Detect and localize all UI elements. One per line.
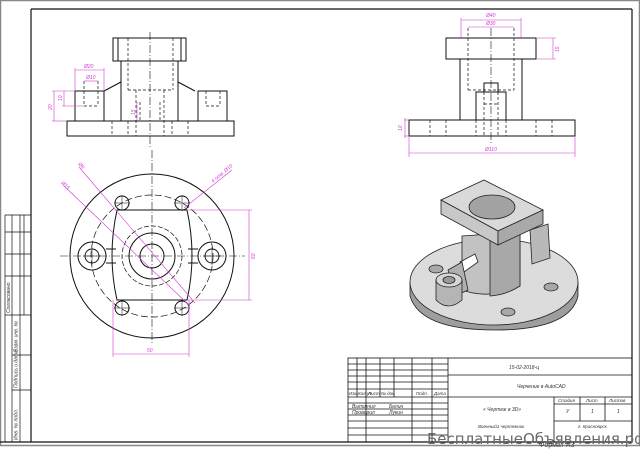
- tb-col-qty: Кол.уч: [358, 391, 372, 396]
- tb-name-checked: Лукин: [388, 410, 403, 416]
- dim-front-15: 15: [131, 109, 137, 115]
- tb-role-checked: Проверил: [352, 410, 375, 416]
- dim-side-d110: Ø110: [484, 147, 497, 153]
- side-view: [408, 28, 576, 145]
- tb-stage-value: У: [566, 409, 570, 415]
- dim-top-60: 60: [251, 253, 257, 259]
- tb-stage-label: Стадия: [558, 398, 575, 403]
- tb-sheet-label: Лист: [585, 398, 598, 403]
- tb-sheet-value: 1: [591, 409, 594, 415]
- side-stamp-label-replace: Взам. инв. №: [14, 320, 20, 352]
- tb-sheets-label: Листов: [608, 398, 626, 403]
- dim-top-50: 50: [147, 348, 153, 354]
- dim-top-4holes: 4 отв. Ø10: [210, 163, 234, 184]
- dim-side-d40: Ø40: [485, 13, 496, 19]
- front-view-dimensions: [52, 68, 138, 122]
- format-label: Формат А3: [539, 442, 575, 449]
- tb-sheets-value: 1: [617, 409, 620, 415]
- isometric-3d-view: [409, 179, 579, 331]
- dim-front-20: 20: [48, 104, 54, 111]
- dim-front-10: 10: [58, 95, 64, 101]
- tb-city: г. Красноярск: [578, 424, 608, 429]
- tb-name-executed: Белин: [389, 404, 403, 410]
- dim-top-d15: Ø15: [59, 179, 71, 191]
- tb-role-executed: Выполнил: [352, 404, 376, 410]
- watermark: БесплатныеОбъявления.рф: [427, 430, 640, 448]
- side-stamp: [4, 214, 31, 442]
- tb-col-sheet: Лист: [367, 391, 380, 396]
- tb-col-change: Изм.: [349, 391, 359, 396]
- tb-note: Черчение в AutoCAD: [517, 384, 566, 390]
- side-stamp-label-inventory: Инв. № подл.: [14, 409, 20, 440]
- dim-side-15: 15: [555, 46, 561, 52]
- dim-side-10: 10: [398, 125, 404, 131]
- tb-designation: 15-02-2018-ц: [509, 365, 539, 371]
- dim-side-d30: Ø30: [485, 21, 496, 27]
- tb-organization: Военный1 чертежник: [478, 423, 525, 429]
- tb-col-docno: № док.: [381, 391, 396, 396]
- title-block: [347, 357, 633, 443]
- front-view: [66, 32, 235, 148]
- side-view-dimensions: [404, 18, 576, 157]
- tb-col-sign: Подп.: [416, 391, 428, 396]
- dim-top-d8: Ø8: [76, 161, 86, 171]
- dim-front-d10: Ø10: [85, 75, 96, 81]
- side-stamp-label-signature: Подпись и дата: [14, 350, 20, 388]
- dim-front-d20: Ø20: [83, 64, 94, 70]
- tb-part-name: « Чертеж в 3D»: [483, 407, 521, 413]
- tb-col-date: Дата: [433, 391, 446, 396]
- side-stamp-label-agreed: Согласовано: [6, 282, 12, 313]
- top-view-dimensions: [62, 166, 252, 357]
